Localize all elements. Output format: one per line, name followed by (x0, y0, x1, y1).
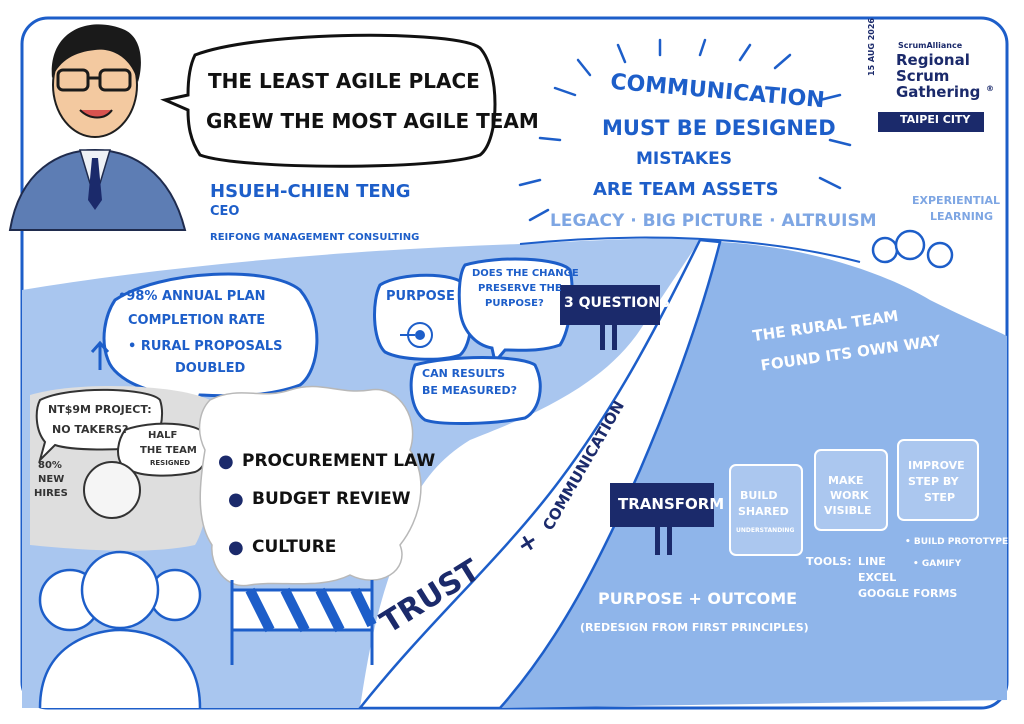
speaker-company: REIFONG MANAGEMENT CONSULTING (210, 232, 420, 243)
project-line-2: NO TAKERS? (52, 423, 129, 436)
event-city-banner (878, 112, 984, 132)
transform-label: TRANSFORM (618, 495, 725, 513)
tools-line-2: EXCEL (858, 571, 897, 584)
q2-line-1: CAN RESULTS (422, 367, 506, 380)
three-questions-sign (560, 285, 660, 325)
step3-line-3: STEP (924, 491, 956, 504)
headline-values: LEGACY · BIG PICTURE · ALTRUISM (550, 211, 877, 231)
obstacle-culture: CULTURE (252, 537, 337, 557)
experiential-1: EXPERIENTIAL (912, 194, 1000, 207)
three-questions-label: 3 QUESTIONS (564, 295, 670, 311)
half-team-bubble (116, 422, 208, 483)
step2-line-3: VISIBLE (824, 504, 872, 517)
tools-line-3: GOOGLE FORMS (858, 587, 958, 600)
team-people (38, 550, 202, 709)
step-make-visible (814, 449, 888, 531)
quote-bubble (160, 33, 497, 168)
quote-line-1: THE LEAST AGILE PLACE (208, 69, 480, 93)
question1-bubble (457, 257, 574, 366)
event-name-2: Scrum (896, 67, 950, 85)
step1-line-2: SHARED (738, 505, 789, 518)
step1-line-3: UNDERSTANDING (736, 527, 795, 534)
obstacle-budget: BUDGET REVIEW (252, 489, 411, 509)
obstacle-procurement: PROCUREMENT LAW (242, 451, 436, 471)
step1-line-1: BUILD (740, 489, 778, 502)
half-line-3: RESIGNED (150, 459, 191, 467)
bomb-icon: ● (218, 451, 234, 472)
step-shared-understanding (729, 464, 803, 556)
headline-line-3: MISTAKES (636, 149, 732, 169)
headline-rays (518, 38, 852, 222)
transform-sign (610, 483, 714, 527)
results-line-2: COMPLETION RATE (128, 313, 266, 328)
question2-bubble (409, 356, 542, 426)
q2-line-2: BE MEASURED? (422, 384, 518, 397)
q1-line-1: DOES THE CHANGE (472, 268, 579, 279)
step-improve (897, 439, 979, 521)
target-icon (400, 322, 433, 348)
event-name-3: Gathering (896, 83, 981, 101)
outcome-sub: (REDESIGN FROM FIRST PRINCIPLES) (580, 621, 809, 634)
project-line-1: NT$9M PROJECT: (48, 403, 152, 416)
step3-line-2: STEP BY (908, 475, 959, 488)
half-line-2: THE TEAM (140, 445, 197, 456)
right-landscape (500, 242, 1007, 708)
road (357, 238, 722, 710)
speaker-name: HSUEH-CHIEN TENG (210, 181, 411, 202)
tools-label: TOOLS: (806, 555, 852, 568)
event-registered: ® (986, 84, 994, 93)
speaker-portrait (8, 24, 187, 231)
quote-line-2: GREW THE MOST AGILE TEAM (206, 109, 539, 133)
purpose-label: PURPOSE (386, 289, 455, 304)
event-org: ScrumAlliance (898, 41, 963, 50)
hires-line-1: 80% (38, 460, 62, 471)
event-date: 15 AUG 2026 (867, 18, 876, 76)
results-line-4: DOUBLED (175, 361, 246, 376)
purpose-bubble (373, 273, 473, 361)
q1-line-2: PRESERVE THE (478, 283, 562, 294)
event-name-1: Regional (896, 51, 970, 69)
bomb-icon: ● (228, 537, 244, 558)
obstacles-cloud (198, 385, 422, 587)
event-city: TAIPEI CITY (900, 113, 971, 126)
results-line-1: •98% ANNUAL PLAN (118, 289, 266, 304)
step3-line-1: IMPROVE (908, 459, 965, 472)
experiential-2: LEARNING (930, 210, 994, 223)
half-line-1: HALF (148, 430, 178, 441)
outcome-label: PURPOSE + OUTCOME (598, 589, 798, 608)
experiential-people (871, 229, 954, 269)
q1-line-3: PURPOSE? (485, 298, 544, 309)
results-line-3: • RURAL PROPOSALS (128, 339, 283, 354)
extra-line-2: • GAMIFY (913, 559, 962, 569)
tools-line-1: LINE (858, 555, 886, 568)
hires-line-3: HIRES (34, 488, 68, 499)
hires-line-2: NEW (38, 474, 65, 485)
step2-line-1: MAKE (828, 474, 864, 487)
step2-line-2: WORK (830, 489, 869, 502)
bomb-icon: ● (228, 489, 244, 510)
extra-line-1: • BUILD PROTOTYPES (905, 537, 1015, 547)
speaker-title: CEO (210, 204, 240, 219)
headline-line-4: ARE TEAM ASSETS (593, 179, 779, 200)
headline-line-2: MUST BE DESIGNED (602, 116, 836, 140)
road-barrier (230, 580, 377, 665)
